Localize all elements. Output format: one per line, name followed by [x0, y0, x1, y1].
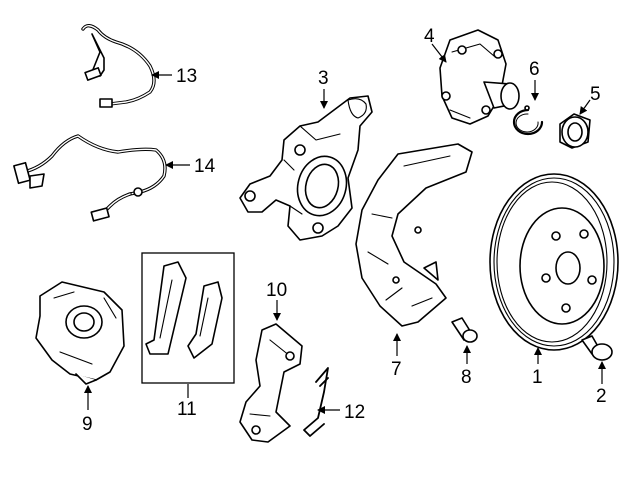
dust-shield: [355, 143, 473, 327]
callout-13: 13: [176, 66, 197, 87]
callout-4: 4: [424, 26, 435, 47]
callout-6: 6: [529, 59, 540, 80]
snap-ring: [512, 105, 544, 136]
steering-knuckle: [239, 95, 373, 241]
callout-14: 14: [194, 156, 216, 177]
callout-10: 10: [266, 280, 287, 301]
anti-rattle-clip: [303, 367, 329, 437]
callout-2: 2: [596, 386, 607, 407]
wheel-hub: [439, 29, 520, 125]
brake-pad-box: [141, 252, 235, 384]
shield-bolt: [451, 317, 478, 343]
abs-sensor-wire-lower: [13, 134, 167, 222]
callout-7: 7: [391, 359, 402, 380]
brake-caliper: [35, 281, 125, 385]
callout-8: 8: [461, 367, 472, 388]
callout-5: 5: [590, 84, 601, 105]
wheel-bearing: [559, 113, 591, 149]
abs-sensor-wire-upper: [81, 24, 156, 108]
brake-rotor: [489, 173, 619, 351]
callout-12: 12: [344, 402, 365, 423]
rotor-screw: [581, 335, 613, 361]
callout-1: 1: [532, 367, 543, 388]
callout-9: 9: [82, 414, 93, 435]
caliper-bracket: [239, 323, 303, 443]
callout-11: 11: [177, 399, 197, 420]
callout-3: 3: [318, 68, 329, 89]
